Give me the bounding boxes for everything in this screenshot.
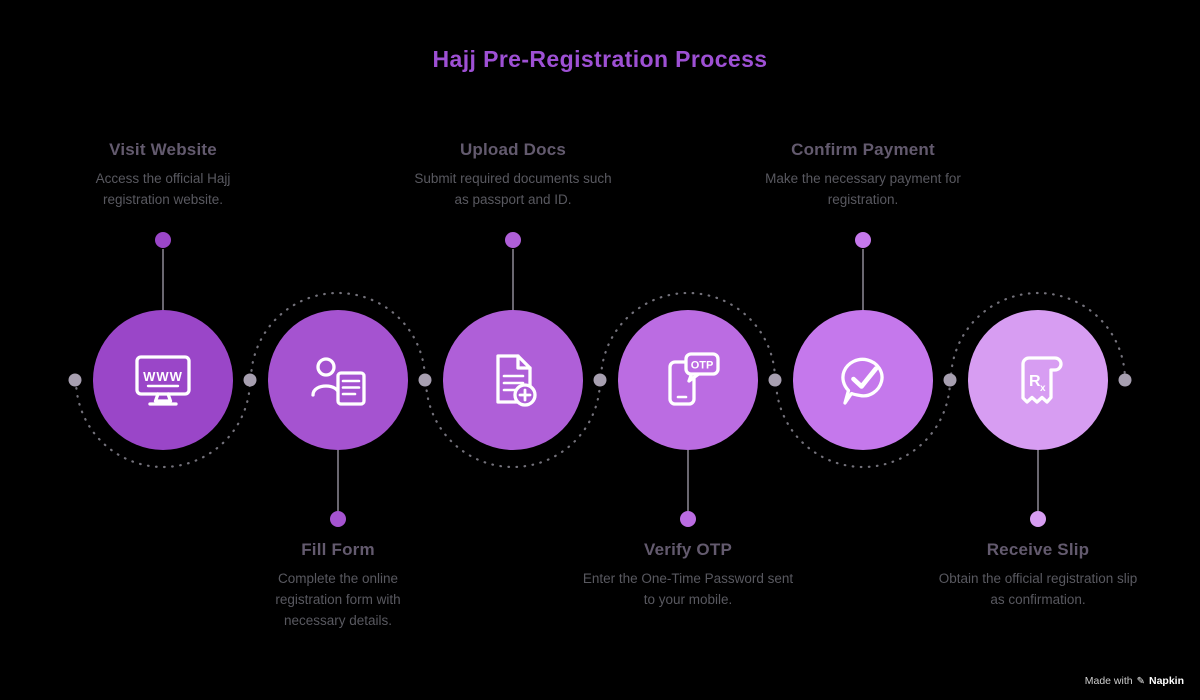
step-confirm-payment: Confirm Payment Make the necessary payme…	[753, 0, 973, 700]
svg-text:WWW: WWW	[143, 369, 183, 384]
connector-stem-dot	[855, 232, 871, 248]
step-circle	[268, 310, 408, 450]
step-description: Complete the online registration form wi…	[275, 571, 401, 628]
connector-waypoint-dot	[68, 373, 82, 387]
step-label: Verify OTP	[644, 540, 732, 559]
connector-stem-line	[512, 249, 514, 310]
step-description: Access the official Hajj registration we…	[95, 171, 231, 207]
step-circle	[793, 310, 933, 450]
step-visit-website: Visit Website Access the official Hajj r…	[53, 0, 273, 700]
step-label: Receive Slip	[986, 540, 1090, 559]
connector-stem-dot	[330, 511, 346, 527]
connector-stem-dot	[680, 511, 696, 527]
phone-otp-icon: OTP	[668, 352, 720, 406]
document-add-icon	[496, 354, 537, 407]
monitor-www-icon: WWW	[135, 355, 191, 406]
connector-stem-line	[687, 450, 689, 511]
step-description: Enter the One-Time Password sent to your…	[582, 571, 794, 607]
svg-text:R: R	[1029, 373, 1041, 390]
step-textblock: Visit Website Access the official Hajj r…	[53, 140, 273, 211]
connector-stem-line	[337, 450, 339, 511]
step-textblock: Confirm Payment Make the necessary payme…	[753, 140, 973, 211]
step-description: Make the necessary payment for registrat…	[765, 171, 961, 207]
connector-stem-line	[862, 249, 864, 310]
pen-icon: ✎	[1136, 675, 1145, 687]
step-textblock: Fill Form Complete the online registrati…	[228, 540, 448, 632]
step-circle	[443, 310, 583, 450]
step-textblock: Verify OTP Enter the One-Time Password s…	[578, 540, 798, 611]
connector-stem-line	[1037, 450, 1039, 511]
connector-waypoint-dot	[943, 373, 957, 387]
step-circle: WWW	[93, 310, 233, 450]
watermark-brand: Napkin	[1148, 675, 1184, 687]
chat-checkmark-icon	[841, 357, 884, 405]
connector-stem-dot	[155, 232, 171, 248]
step-verify-otp: OTP Verify OTP Enter the One-Time Passwo…	[578, 0, 798, 700]
step-description: Submit required documents such as passpo…	[414, 171, 612, 207]
connector-waypoint-dot	[768, 373, 782, 387]
step-textblock: Upload Docs Submit required documents su…	[403, 140, 623, 211]
step-fill-form: Fill Form Complete the online registrati…	[228, 0, 448, 700]
step-circle: R x	[968, 310, 1108, 450]
svg-text:OTP: OTP	[691, 360, 714, 372]
step-label: Confirm Payment	[791, 140, 935, 159]
watermark: Made with ✎ Napkin	[1085, 675, 1184, 687]
step-label: Upload Docs	[459, 140, 567, 159]
connector-waypoint-dot	[418, 373, 432, 387]
connector-waypoint-dot	[1118, 373, 1132, 387]
rx-slip-icon: R x	[1021, 356, 1063, 404]
connector-waypoint-dot	[243, 373, 257, 387]
connector-stem-dot	[505, 232, 521, 248]
connector-stem-dot	[1030, 511, 1046, 527]
connector-waypoint-dot	[593, 373, 607, 387]
connector-stem-line	[162, 249, 164, 310]
step-receive-slip: R x Receive Slip Obtain the official reg…	[928, 0, 1148, 700]
step-description: Obtain the official registration slip as…	[938, 571, 1138, 607]
person-form-icon	[311, 357, 366, 406]
page-title: Hajj Pre-Registration Process	[432, 46, 768, 72]
step-circle: OTP	[618, 310, 758, 450]
step-upload-docs: Upload Docs Submit required documents su…	[403, 0, 623, 700]
step-textblock: Receive Slip Obtain the official registr…	[928, 540, 1148, 611]
step-label: Fill Form	[301, 540, 375, 559]
step-label: Visit Website	[109, 140, 217, 159]
watermark-prefix: Made with	[1084, 675, 1133, 687]
svg-text:x: x	[1040, 383, 1046, 394]
